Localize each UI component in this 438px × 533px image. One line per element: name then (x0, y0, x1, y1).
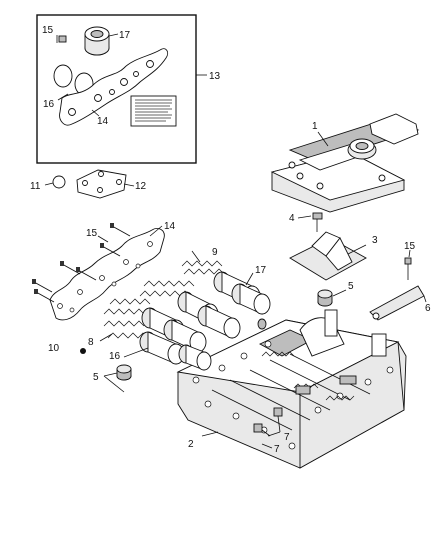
callout-16-main: 16 (109, 351, 121, 362)
callout-17-inset: 17 (119, 30, 131, 41)
inset-solenoid-filter (84, 26, 119, 56)
callout-12: 12 (135, 181, 147, 192)
valve-body (176, 309, 407, 469)
solenoid-gasket (76, 169, 135, 199)
check-ball-lower (253, 423, 273, 449)
callout-3: 3 (372, 235, 378, 246)
callout-2: 2 (188, 439, 194, 450)
callout-14-inset: 14 (97, 116, 109, 127)
manual-valve-lever (369, 285, 427, 321)
side-cover-gasket (49, 225, 165, 321)
callout-9: 9 (212, 247, 218, 258)
callout-15-inset: 15 (42, 25, 54, 36)
callout-7-lower: 7 (274, 444, 280, 455)
callout-17-main: 17 (255, 265, 267, 276)
callout-11: 11 (30, 181, 41, 192)
inset-bolt (56, 35, 67, 43)
accumulator-cup-right (317, 289, 347, 307)
callout-7-upper: 7 (284, 432, 290, 443)
callout-5-right: 5 (348, 281, 354, 292)
callout-15-main: 15 (86, 228, 98, 239)
callout-15-right: 15 (404, 241, 416, 252)
callout-labels: 15 17 13 16 14 11 12 1 4 3 15 5 6 14 15 … (30, 25, 431, 455)
screws-left (32, 223, 131, 303)
screw-right (404, 249, 412, 280)
callout-1: 1 (312, 121, 318, 132)
detent-spring-bracket (289, 231, 367, 281)
callout-8: 8 (88, 337, 94, 348)
inset-gasket (59, 48, 169, 126)
valve-springs (99, 250, 225, 342)
solenoid-assembly (270, 113, 420, 213)
callout-6: 6 (425, 303, 431, 314)
plug-10 (80, 348, 86, 354)
callout-4: 4 (289, 213, 295, 224)
accumulator-cup-left (103, 364, 132, 393)
bolt (297, 212, 323, 232)
valve-spools (123, 271, 271, 371)
filter-o-ring (44, 175, 66, 189)
callout-13: 13 (209, 71, 221, 82)
callout-10: 10 (48, 343, 60, 354)
inset-instruction-sheet (130, 95, 177, 127)
callout-5-left: 5 (93, 372, 99, 383)
callout-14-main: 14 (164, 221, 176, 232)
callout-16-inset: 16 (43, 99, 55, 110)
check-ball-upper (267, 407, 283, 437)
